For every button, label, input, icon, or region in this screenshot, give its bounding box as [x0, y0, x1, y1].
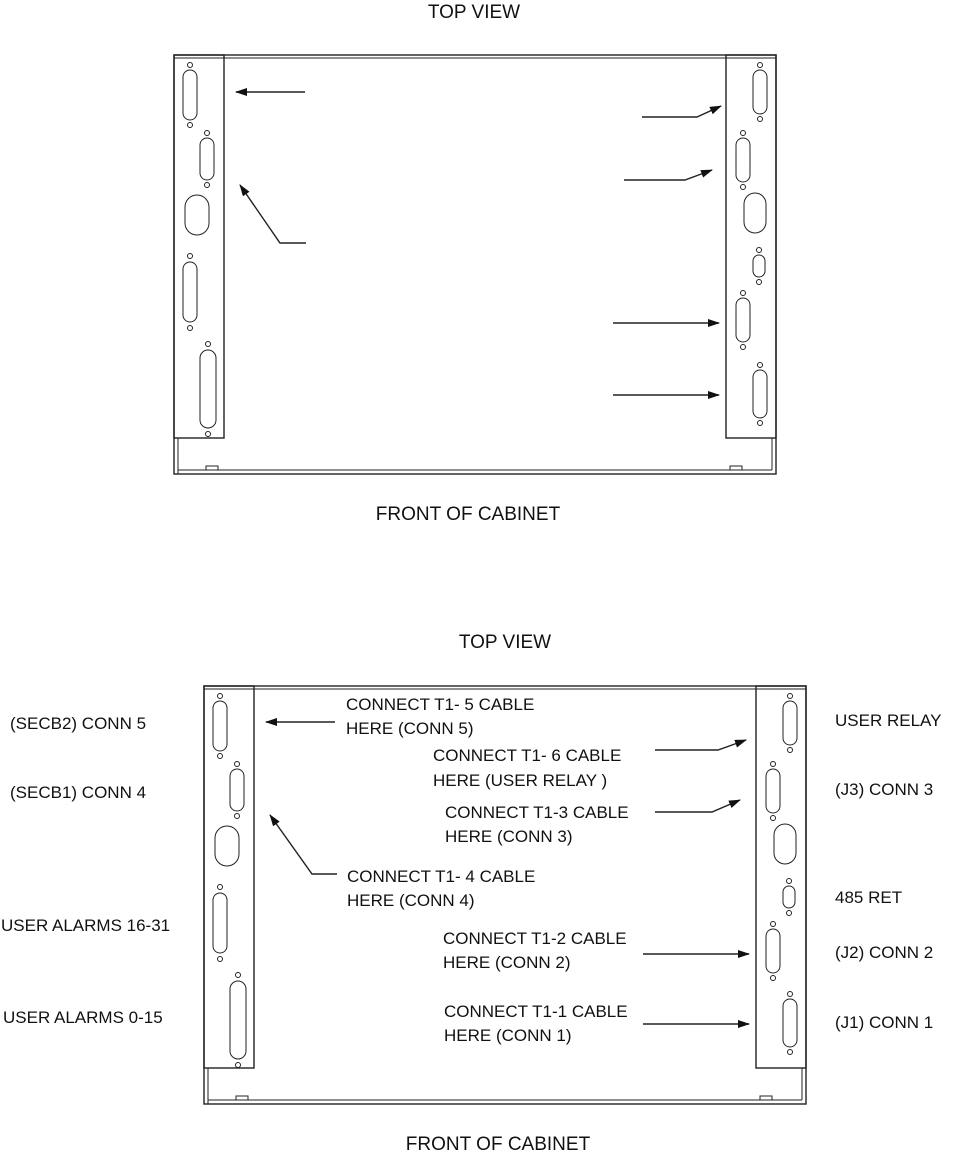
- lower-right-labels: USER RELAY (J3) CONN 3 485 RET (J2) CONN…: [835, 711, 941, 1032]
- callout-line: HERE (CONN 2): [443, 953, 571, 972]
- upper-left-connector: [199, 341, 217, 437]
- upper-left-connector: [182, 253, 198, 331]
- lower-right-connector-panel: [755, 685, 807, 1069]
- right-label: (J2) CONN 2: [835, 943, 933, 962]
- upper-right-connector: [743, 192, 767, 234]
- lower-right-connector: [765, 761, 781, 821]
- upper-cabinet-outline: [173, 54, 777, 475]
- callout-t1-1: CONNECT T1-1 CABLE HERE (CONN 1): [444, 1002, 628, 1045]
- callout-line: CONNECT T1-1 CABLE: [444, 1002, 628, 1021]
- lower-right-connector: [782, 878, 796, 916]
- callout-t1-6: CONNECT T1- 6 CABLE HERE (USER RELAY ): [433, 746, 621, 790]
- lower-left-connector-panel: [203, 685, 255, 1069]
- callout-line: HERE (CONN 5): [346, 719, 474, 738]
- upper-right-connector: [752, 247, 766, 285]
- callout-line: CONNECT T1- 6 CABLE: [433, 746, 621, 765]
- lower-footer: FRONT OF CABINET: [406, 1134, 591, 1153]
- callout-t1-4: CONNECT T1- 4 CABLE HERE (CONN 4): [347, 867, 535, 910]
- upper-right-connector: [735, 290, 751, 350]
- left-label: USER ALARMS 0-15: [3, 1008, 163, 1027]
- left-label: (SECB2) CONN 5: [10, 714, 146, 733]
- lower-left-connector: [212, 693, 228, 759]
- upper-left-connector: [199, 130, 215, 188]
- callout-line: HERE (CONN 4): [347, 891, 475, 910]
- lower-left-connector: [212, 884, 228, 962]
- lower-left-connector: [214, 825, 240, 867]
- callout-line: HERE (CONN 1): [444, 1026, 572, 1045]
- upper-right-connector: [735, 130, 751, 190]
- upper-callout-arrows: [235, 88, 722, 399]
- right-label: 485 RET: [835, 888, 902, 907]
- lower-right-connector: [782, 991, 798, 1055]
- lower-callout-arrows: [265, 718, 750, 1028]
- callout-t1-2: CONNECT T1-2 CABLE HERE (CONN 2): [443, 929, 627, 972]
- lower-title: TOP VIEW: [459, 632, 551, 653]
- upper-title: TOP VIEW: [428, 2, 520, 23]
- left-label: (SECB1) CONN 4: [10, 783, 146, 802]
- right-label: USER RELAY: [835, 711, 941, 730]
- lower-left-connector: [229, 761, 245, 819]
- lower-left-connector: [229, 972, 247, 1068]
- upper-left-connector: [184, 194, 210, 236]
- lower-diagram: TOP VIEW: [1, 632, 941, 1153]
- callout-line: CONNECT T1- 5 CABLE: [346, 695, 534, 714]
- callout-t1-3: CONNECT T1-3 CABLE HERE (CONN 3): [445, 803, 629, 846]
- upper-footer: FRONT OF CABINET: [376, 504, 561, 525]
- left-label: USER ALARMS 16-31: [1, 916, 170, 935]
- callout-line: CONNECT T1-2 CABLE: [443, 929, 627, 948]
- callout-line: CONNECT T1-3 CABLE: [445, 803, 629, 822]
- callout-line: HERE (CONN 3): [445, 827, 573, 846]
- upper-right-connector-panel: [725, 54, 777, 439]
- lower-left-labels: (SECB2) CONN 5 (SECB1) CONN 4 USER ALARM…: [1, 714, 170, 1027]
- lower-right-connector: [773, 823, 797, 865]
- lower-right-connector: [782, 693, 798, 753]
- lower-right-connector: [765, 921, 781, 981]
- callout-line: CONNECT T1- 4 CABLE: [347, 867, 535, 886]
- upper-right-connector: [752, 362, 768, 426]
- callout-line: HERE (USER RELAY ): [433, 771, 607, 790]
- callout-t1-5: CONNECT T1- 5 CABLE HERE (CONN 5): [346, 695, 534, 738]
- right-label: (J3) CONN 3: [835, 780, 933, 799]
- upper-left-connector: [182, 62, 198, 128]
- right-label: (J1) CONN 1: [835, 1013, 933, 1032]
- upper-left-connector-panel: [173, 54, 225, 439]
- upper-diagram: TOP VIEW: [173, 2, 777, 525]
- upper-right-connector: [752, 62, 768, 122]
